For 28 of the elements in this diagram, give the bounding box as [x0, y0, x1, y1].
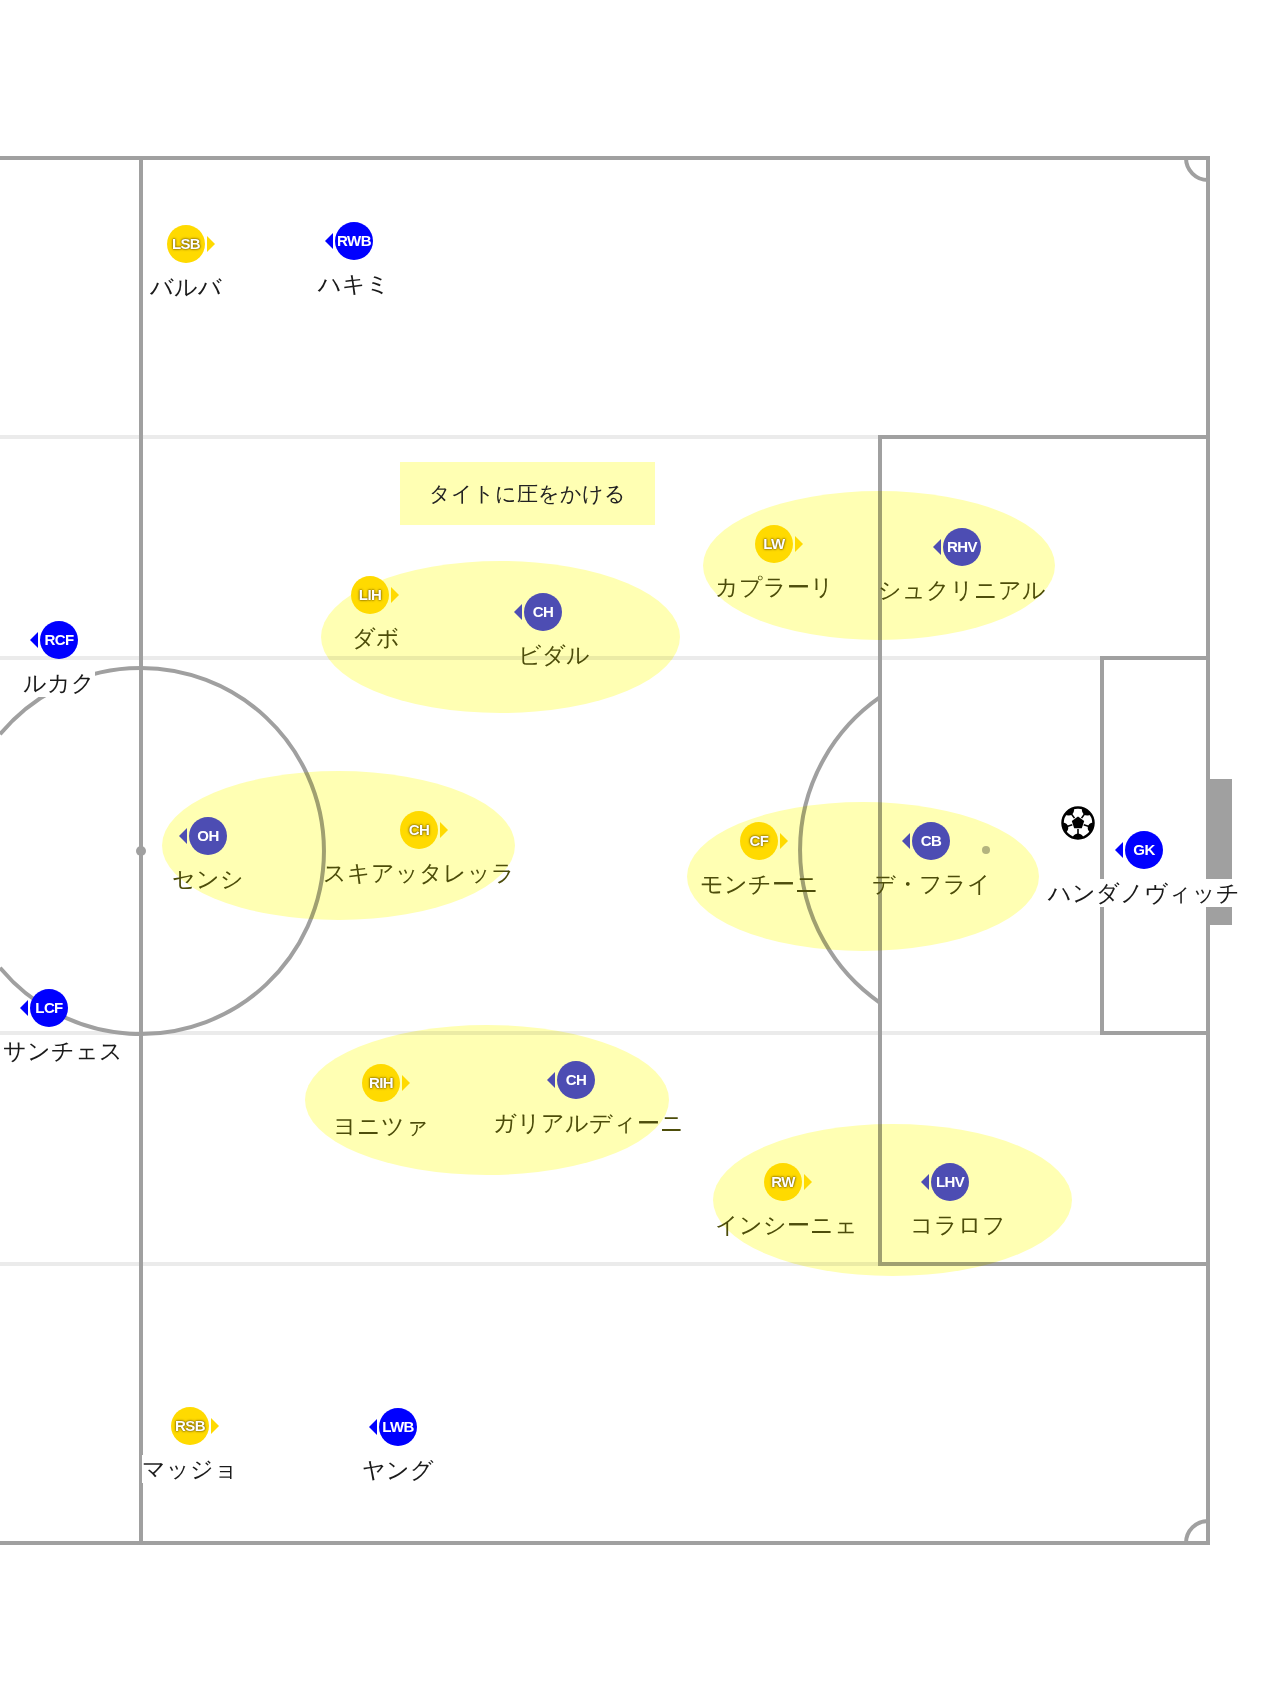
player-name: モンチーニ	[699, 870, 819, 898]
player-name: ルカク	[23, 669, 95, 697]
player-name: スキアッタレッラ	[323, 859, 515, 887]
player-marker: LWB	[379, 1408, 417, 1446]
player-marker: LSB	[167, 225, 205, 263]
player-name: センシ	[172, 865, 244, 893]
player-marker: RWB	[335, 222, 373, 260]
player-name: デ・フライ	[871, 870, 991, 898]
player-name: ビダル	[518, 641, 590, 669]
player-name: インシーニェ	[714, 1211, 858, 1239]
highlight-ellipse	[321, 561, 680, 713]
player-name: ヨニツァ	[333, 1112, 429, 1140]
player-name: コラロフ	[910, 1211, 1006, 1239]
highlight-ellipse	[162, 771, 515, 920]
highlight-ellipse	[713, 1124, 1072, 1276]
highlight-ellipse	[703, 491, 1055, 640]
player-name: ガリアルディーニ	[492, 1109, 684, 1137]
player-name: シュクリニアル	[878, 576, 1046, 604]
highlight-ellipse	[687, 802, 1039, 951]
callout-box: タイトに圧をかける	[400, 462, 655, 525]
player-marker: RCF	[40, 621, 78, 659]
player-marker: LCF	[30, 989, 68, 1027]
player-name: ダボ	[352, 624, 400, 652]
player-marker: GK	[1125, 831, 1163, 869]
player-name: ハンダノヴィッチ	[1048, 879, 1240, 907]
player-marker: RSB	[171, 1407, 209, 1445]
player-marker: LIH	[351, 576, 389, 614]
player-name: カプラーリ	[714, 573, 834, 601]
